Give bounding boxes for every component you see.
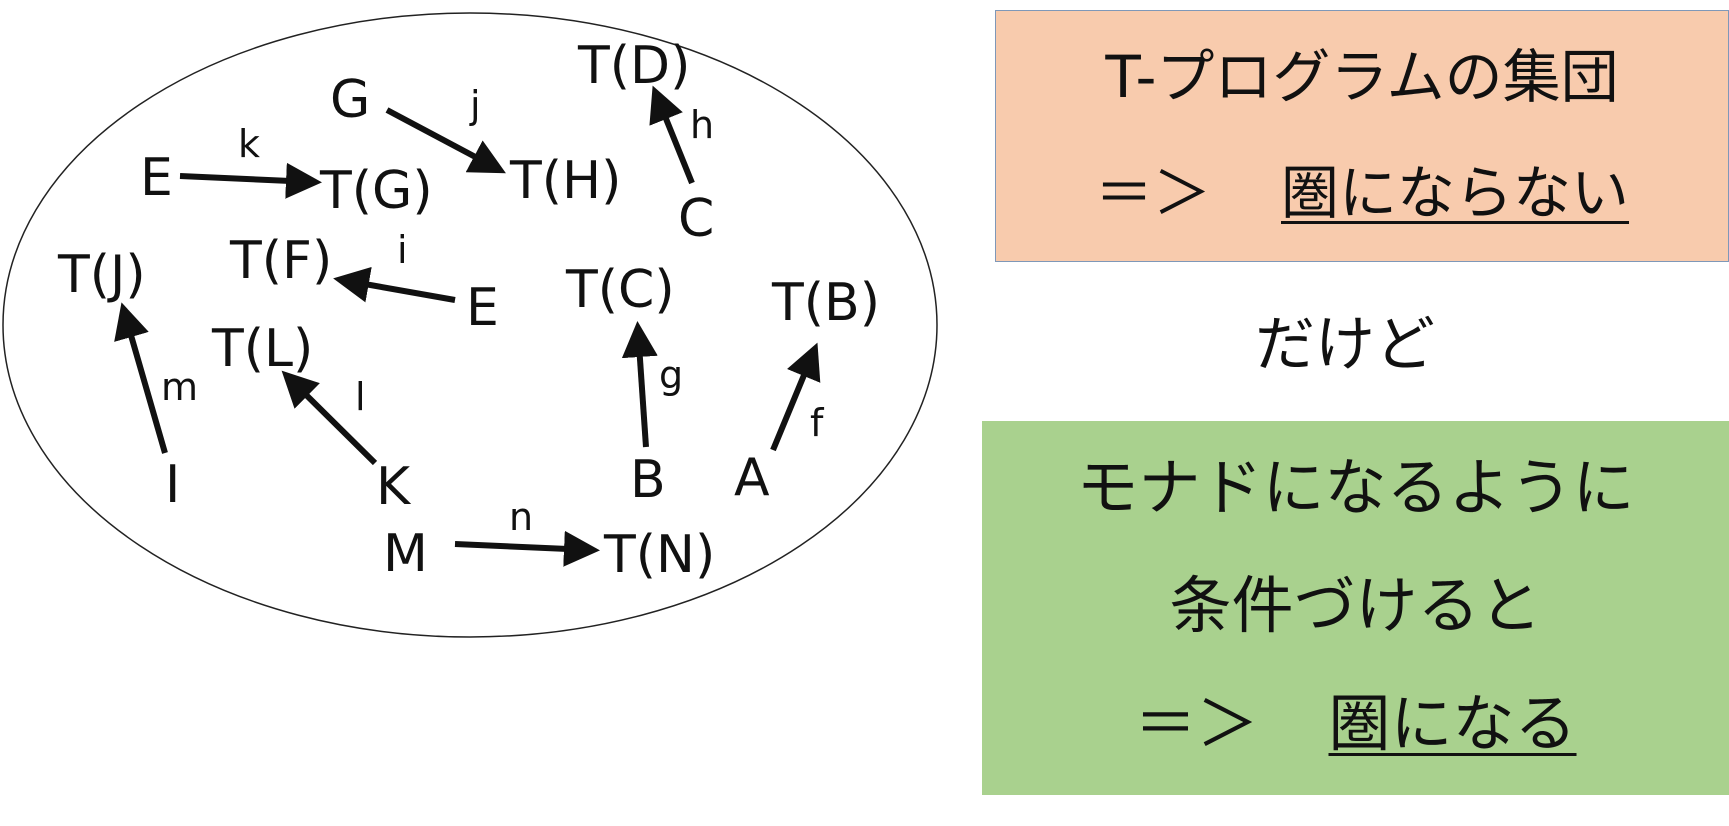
node-a: A	[734, 448, 770, 508]
arrow-j	[385, 107, 506, 174]
arrow-l	[281, 370, 378, 466]
implies-symbol: ＝＞	[1094, 159, 1211, 227]
t-program-collection-diagram: T(D) G j h k E T(G) T(H) C T(J) T(F) i E…	[2, 12, 938, 638]
edge-label-n: n	[509, 495, 533, 539]
bottom-box-line-3: ＝＞ 圏になる	[982, 665, 1729, 783]
top-box-line-2: ＝＞ 圏にならない	[996, 135, 1728, 251]
arrow-i	[333, 266, 456, 303]
edge-label-k: k	[238, 122, 260, 166]
arrow-m	[114, 302, 168, 454]
implies-symbol: ＝＞	[1134, 687, 1259, 760]
node-t-f: T(F)	[229, 231, 332, 291]
bottom-box-line-1: モナドになるように	[1076, 451, 1635, 524]
node-t-g: T(G)	[319, 161, 433, 221]
t-program-not-category-box: T-プログラムの集団 ＝＞ 圏にならない	[995, 10, 1729, 262]
node-m: M	[383, 524, 428, 584]
top-box-line-1: T-プログラムの集団	[1105, 43, 1619, 111]
node-e-middle: E	[466, 278, 499, 338]
becomes-category-text: 圏になる	[1328, 687, 1577, 760]
arrow-g	[621, 321, 658, 448]
edge-label-j: j	[469, 83, 481, 127]
edge-label-h: h	[690, 103, 714, 147]
node-t-l: T(L)	[211, 319, 313, 379]
arrow-h	[649, 85, 695, 185]
node-t-n: T(N)	[603, 525, 715, 585]
collection-ellipse	[2, 12, 938, 638]
node-b: B	[630, 450, 666, 510]
arrow-n	[454, 530, 600, 567]
node-t-h: T(H)	[509, 151, 621, 211]
edge-label-l: l	[355, 375, 366, 419]
arrow-k	[179, 162, 322, 199]
edge-label-f: f	[810, 401, 825, 445]
node-t-b: T(B)	[771, 273, 880, 333]
node-i: I	[165, 455, 180, 515]
edge-label-m: m	[161, 365, 198, 409]
node-t-c: T(C)	[565, 260, 675, 320]
node-t-d: T(D)	[577, 36, 690, 96]
bottom-box-line-2: 条件づけると	[1169, 569, 1542, 642]
edge-label-i: i	[397, 228, 408, 272]
arrow-f	[770, 342, 821, 452]
node-c: C	[678, 189, 714, 249]
node-g: G	[330, 70, 370, 130]
not-category-text: 圏にならない	[1281, 159, 1630, 227]
node-e-top: E	[140, 148, 173, 208]
node-k: K	[376, 457, 412, 517]
edge-label-g: g	[659, 353, 683, 397]
monad-condition-box: モナドになるように 条件づけると ＝＞ 圏になる	[982, 421, 1729, 795]
node-t-j: T(J)	[57, 245, 146, 305]
however-text: だけど	[1255, 310, 1435, 380]
